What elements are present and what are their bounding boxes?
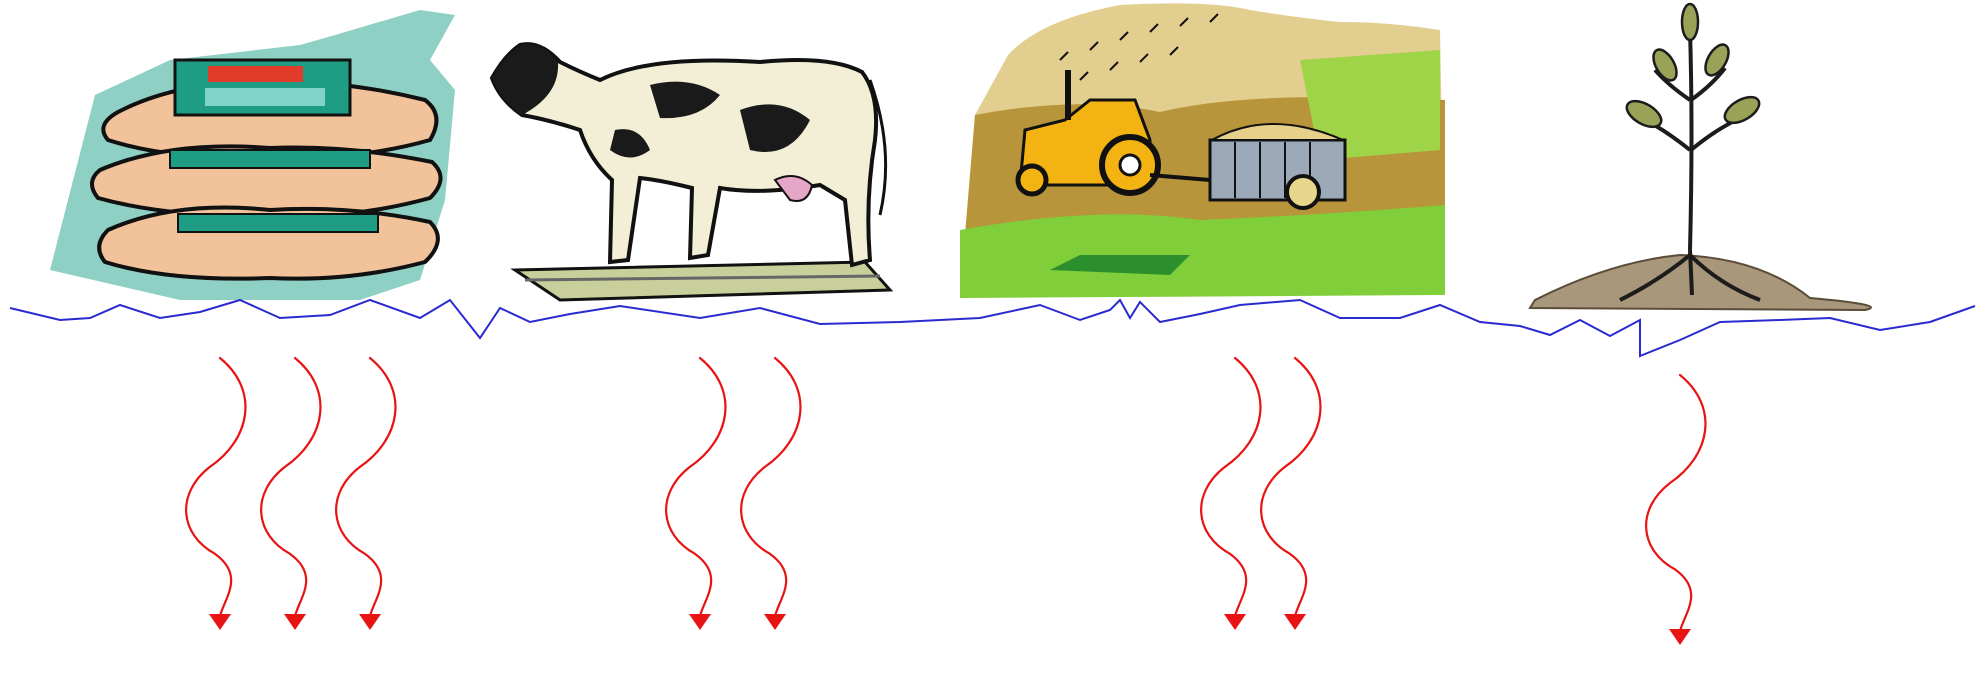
- leaching-arrowhead: [689, 614, 711, 630]
- leaching-arrow: [336, 358, 395, 616]
- leaching-arrowhead: [359, 614, 381, 630]
- leaching-arrow: [1201, 358, 1260, 616]
- leaching-arrows: [186, 358, 1705, 645]
- leaching-arrowhead: [764, 614, 786, 630]
- leaching-arrowhead: [1224, 614, 1246, 630]
- leaching-arrowhead: [1284, 614, 1306, 630]
- plant-seedling-icon: [1530, 4, 1871, 310]
- leaching-arrow: [1646, 375, 1705, 631]
- leaching-arrowhead: [284, 614, 306, 630]
- fertilizer-bags-icon: [50, 10, 455, 300]
- leaching-arrow: [261, 358, 320, 616]
- cow-icon: [492, 44, 890, 300]
- leaching-arrowhead: [1669, 629, 1691, 645]
- leaching-arrowhead: [209, 614, 231, 630]
- leaching-arrow: [1261, 358, 1320, 616]
- leaching-arrow: [186, 358, 245, 616]
- tractor-trailer-icon: [960, 3, 1445, 298]
- leaching-arrow: [741, 358, 800, 616]
- leaching-arrow: [666, 358, 725, 616]
